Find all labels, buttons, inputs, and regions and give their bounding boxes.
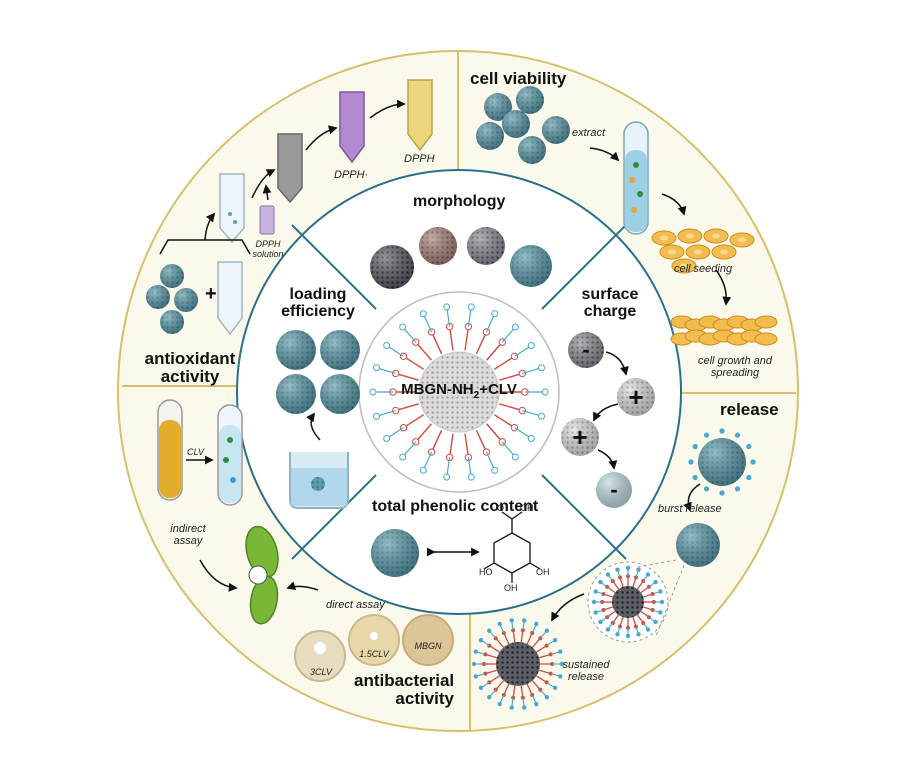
indirect-assay-line2: assay <box>173 534 203 547</box>
arrow-icon <box>683 483 701 512</box>
antibacterial-title-line2: activity <box>395 689 454 709</box>
bacterium-icon <box>245 525 279 625</box>
plate-15clv-label: 1.5CLV <box>359 649 389 659</box>
arrow-icon <box>306 412 321 441</box>
sustained-release-label: sustained release <box>556 659 616 684</box>
ligand-shell <box>369 303 549 481</box>
plate-mbgn-label: MBGN <box>414 641 442 651</box>
arrow-icon <box>589 147 620 162</box>
cell-growth-line1: cell growth and <box>698 355 772 367</box>
center-title-tail: +CLV <box>479 381 517 398</box>
cell-seeding-label: cell seeding <box>674 263 733 275</box>
antioxidant-particles <box>146 264 198 334</box>
antioxidant-title-line1: antioxidant <box>144 349 236 368</box>
molecule-oh-top-label: OH <box>520 503 534 513</box>
molecule-ho-label: HO <box>479 567 493 577</box>
dpph-radical-label: DPPH· <box>334 169 369 181</box>
arrow-icon <box>251 169 276 199</box>
arrow-icon <box>199 559 238 592</box>
center-title: MBGN-NH2+CLV <box>376 381 542 402</box>
molecule-o-label: O <box>497 503 505 513</box>
beaker-icon <box>289 452 349 509</box>
molecule-icon <box>483 511 541 583</box>
total-phenolic-title: total phenolic content <box>372 498 539 515</box>
petri-dish-icon <box>294 614 454 682</box>
arrow-icon <box>369 99 406 119</box>
antibacterial-title-line1: antibacterial <box>354 671 455 690</box>
inner-divider-tr <box>541 224 627 310</box>
inner-divider-tl <box>291 224 377 310</box>
molecule-oh-bottom-label: OH <box>504 583 518 593</box>
antioxidant-title-line2: activity <box>160 367 220 387</box>
sustained-release-line1: sustained <box>562 659 610 671</box>
dpph-solution-label: DPPH solution <box>250 239 286 259</box>
surface-title-line2: charge <box>583 303 637 321</box>
svg-text:+: + <box>628 382 643 412</box>
loading-title: loading efficiency <box>276 286 360 321</box>
svg-text:-: - <box>610 477 617 502</box>
surface-charge: - + + - <box>561 332 655 508</box>
burst-dots <box>688 428 756 496</box>
sustained-ligands <box>471 565 665 710</box>
cell-viability-particles <box>476 86 570 164</box>
tube-icon <box>157 399 243 506</box>
morphology-title: morphology <box>413 193 506 210</box>
center-title-sub: 2 <box>473 390 480 401</box>
antioxidant-title: antioxidant activity <box>140 349 240 387</box>
svg-text:+: + <box>572 422 587 452</box>
arrow-icon <box>204 212 216 241</box>
molecule-oh-label: OH <box>536 567 550 577</box>
inner-divider-br <box>541 474 627 560</box>
loading-particles <box>276 330 360 414</box>
surface-title-line1: surface <box>581 286 639 303</box>
dpph-solution-line2: solution <box>252 248 284 259</box>
direct-assay-label: direct assay <box>326 599 385 611</box>
burst-release-label: burst release <box>658 503 722 515</box>
center-title-main: MBGN-NH <box>401 381 474 398</box>
arrow-icon <box>715 269 732 306</box>
surface-title: surface charge <box>570 286 650 321</box>
cell-icon <box>651 228 755 274</box>
arrow-icon <box>286 581 319 591</box>
extract-label: extract <box>572 127 606 139</box>
indirect-assay-label: indirect assay <box>160 523 216 548</box>
inner-divider-bl <box>291 474 377 560</box>
sustained-release-line2: release <box>567 670 605 683</box>
dpph-solution-line1: DPPH <box>255 239 281 249</box>
cell-viability-title: cell viability <box>470 69 567 88</box>
arrow-icon <box>661 193 687 216</box>
antibacterial-title: antibacterial activity <box>354 671 455 709</box>
dpph-label: DPPH <box>404 153 435 165</box>
cell-growth-label: cell growth and spreading <box>688 355 782 380</box>
morphology-particles <box>370 227 552 289</box>
plus-icon: + <box>205 283 217 305</box>
indirect-assay-line1: indirect <box>170 523 206 535</box>
arrow-icon <box>305 125 338 151</box>
tube-icon <box>623 121 649 235</box>
plate-3clv-label: 3CLV <box>309 667 333 677</box>
svg-text:-: - <box>582 337 589 362</box>
center-particle-icon <box>418 351 500 433</box>
arrow-icon <box>262 184 272 201</box>
tube-icon <box>217 79 433 336</box>
clv-label: CLV <box>187 447 205 457</box>
release-title: release <box>720 400 779 419</box>
loading-title-line2: efficiency <box>281 303 355 321</box>
cell-icon <box>670 315 778 346</box>
release-particles <box>496 438 746 686</box>
loading-title-line1: loading <box>289 286 347 303</box>
arrow-icon <box>551 593 585 622</box>
cell-growth-line2: spreading <box>710 366 760 379</box>
